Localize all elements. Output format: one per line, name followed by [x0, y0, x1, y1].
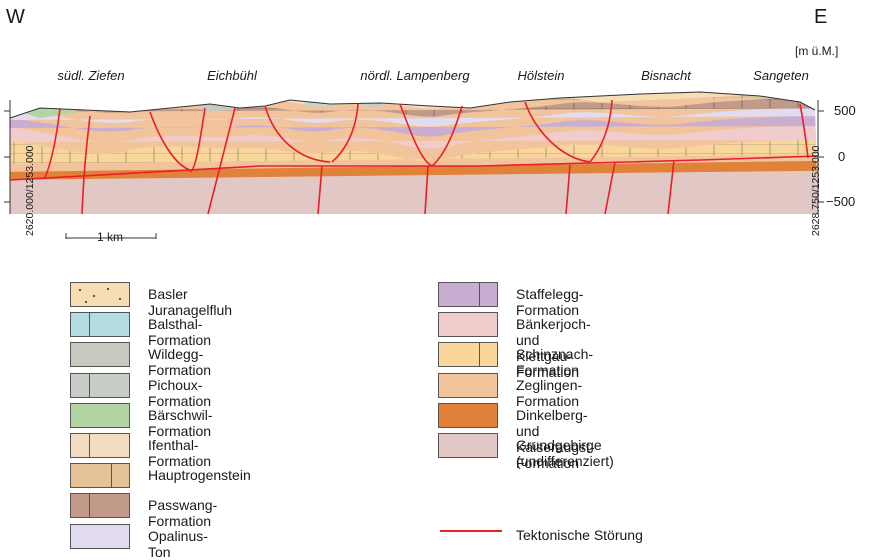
legend-swatch	[70, 282, 130, 307]
legend-swatch	[438, 403, 498, 428]
legend-swatch	[70, 312, 130, 337]
legend-label: Schinznach-Formation	[516, 346, 593, 378]
strata	[0, 76, 881, 220]
legend-swatch	[70, 493, 130, 518]
legend-label: Balsthal-Formation	[148, 316, 211, 348]
legend-label: Zeglingen-Formation	[516, 377, 582, 409]
coordinate-east: 2628.750/1253.000	[810, 145, 822, 236]
legend-label: Hauptrogenstein	[148, 467, 251, 483]
legend-swatch	[438, 342, 498, 367]
legend-label: Wildegg-Formation	[148, 346, 211, 378]
legend-swatch	[438, 373, 498, 398]
legend-label: Ifenthal-Formation	[148, 437, 211, 469]
legend-swatch	[438, 312, 498, 337]
elevation-label: 500	[834, 103, 856, 118]
legend-label: Bärschwil-Formation	[148, 407, 213, 439]
legend-swatch	[70, 342, 130, 367]
legend-label: Staffelegg-Formation	[516, 286, 583, 318]
legend-label: Pichoux-Formation	[148, 377, 211, 409]
legend-swatch	[70, 403, 130, 428]
legend-label: Basler Juranagelfluh	[148, 286, 232, 318]
coordinate-west: 2620.000/1253.000	[24, 145, 36, 236]
legend-swatch	[70, 373, 130, 398]
scale-label: 1 km	[97, 230, 123, 244]
legend-label: Grundgebirge (undifferenziert)	[516, 437, 614, 469]
legend-label: Passwang-Formation	[148, 497, 217, 529]
elevation-label: −500	[826, 194, 855, 209]
cross-section	[0, 0, 881, 240]
legend-swatch	[70, 524, 130, 549]
legend-swatch	[438, 433, 498, 458]
elevation-label: 0	[838, 149, 845, 164]
fault-legend-line	[440, 530, 502, 532]
legend-label: Opalinus-Ton	[148, 528, 208, 560]
legend-swatch	[70, 433, 130, 458]
legend-swatch	[70, 463, 130, 488]
legend-swatch	[438, 282, 498, 307]
fault-legend-label: Tektonische Störung	[516, 527, 643, 543]
